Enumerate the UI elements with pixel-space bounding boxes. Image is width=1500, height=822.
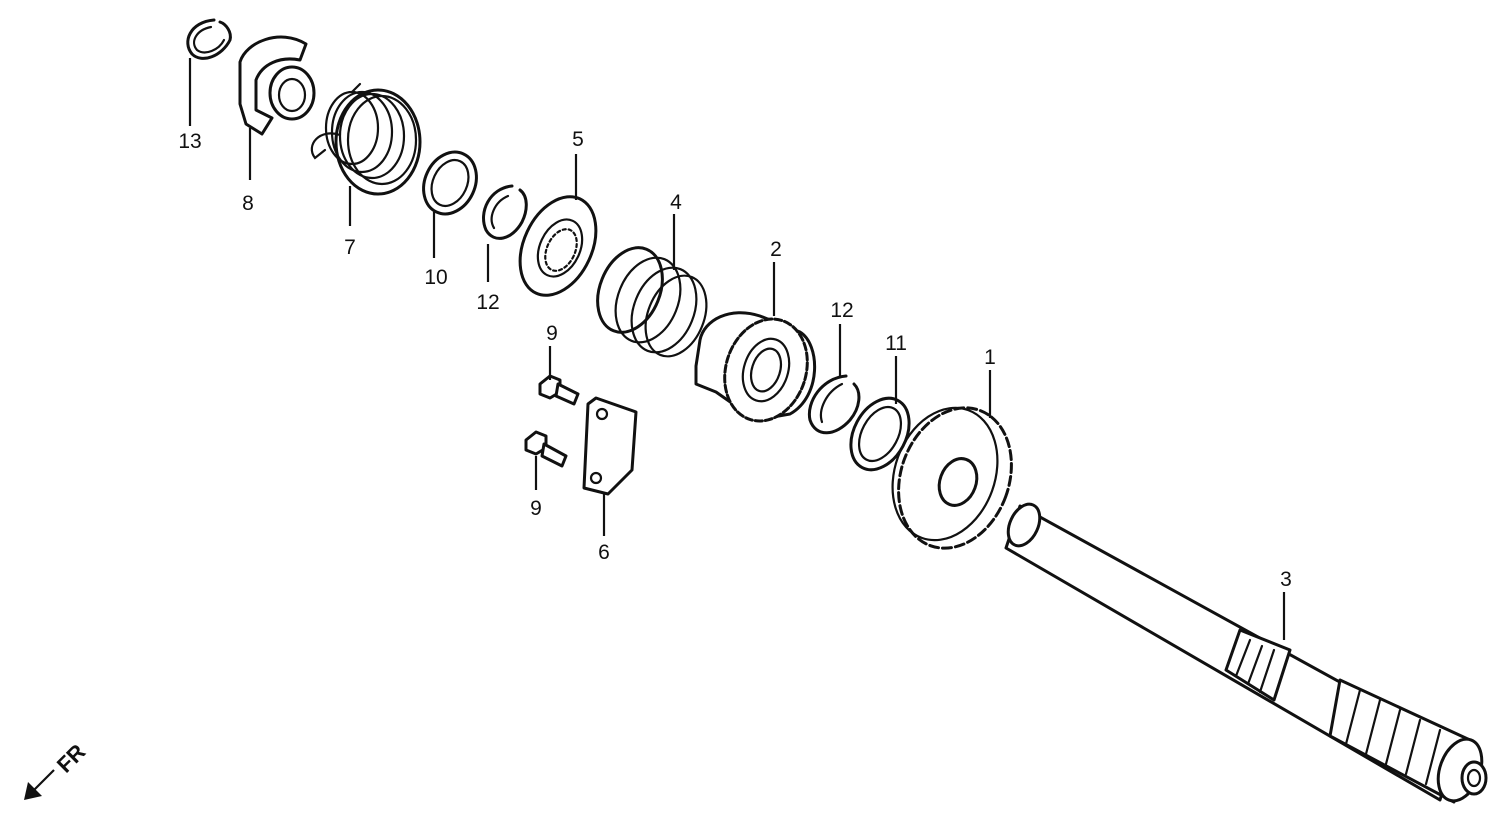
part-12-circlip-lower bbox=[807, 374, 861, 435]
part-4-ratchet-spring bbox=[596, 246, 708, 358]
part-12-circlip-upper bbox=[482, 184, 528, 240]
leader-lines bbox=[188, 58, 1286, 640]
part-9-bolt-lower bbox=[524, 430, 568, 468]
part-11-washer bbox=[849, 396, 911, 472]
callout-12-upper: 12 bbox=[476, 291, 499, 314]
part-7-return-spring bbox=[310, 82, 422, 196]
callout-10: 10 bbox=[424, 266, 447, 289]
callout-3: 3 bbox=[1280, 568, 1292, 591]
callout-11: 11 bbox=[885, 332, 907, 355]
part-8-collar bbox=[238, 35, 316, 136]
arrow-head-icon bbox=[24, 782, 42, 800]
part-3-spindle bbox=[1004, 502, 1488, 804]
front-direction-indicator: FR bbox=[24, 739, 90, 800]
arrow-down-left-icon bbox=[33, 769, 55, 791]
part-1-idle-gear bbox=[891, 406, 1013, 550]
callout-6: 6 bbox=[598, 541, 610, 564]
callout-2: 2 bbox=[770, 238, 782, 261]
callout-13: 13 bbox=[178, 130, 201, 153]
callout-12-lower: 12 bbox=[830, 299, 853, 322]
part-9-bolt-upper bbox=[538, 374, 580, 406]
part-5-guide-plate bbox=[518, 195, 598, 297]
part-13-circlip bbox=[186, 18, 232, 60]
callout-7: 7 bbox=[344, 236, 356, 259]
callout-4: 4 bbox=[670, 191, 682, 214]
callout-9-lower: 9 bbox=[530, 497, 542, 520]
callout-8: 8 bbox=[242, 192, 254, 215]
part-2-ratchet bbox=[694, 311, 817, 423]
callout-1: 1 bbox=[984, 346, 996, 369]
part-6-stopper-plate bbox=[582, 396, 638, 496]
callout-5: 5 bbox=[572, 128, 584, 151]
callout-9-upper: 9 bbox=[546, 322, 558, 345]
part-10-washer bbox=[422, 150, 478, 216]
front-label: FR bbox=[52, 739, 90, 777]
